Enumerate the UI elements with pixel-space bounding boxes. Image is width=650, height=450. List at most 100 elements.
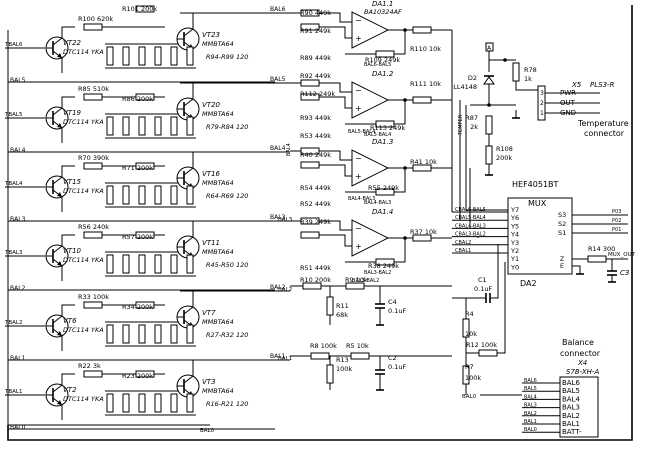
transistor-part: MMBTA64 [202,40,234,48]
resistor-label: R91 249k [300,27,331,35]
gate-label: TBAL6 [4,42,23,48]
bank-resistor [170,254,178,274]
resistor-label: R10 200k [300,276,331,284]
emitter-arrow-icon [57,53,62,58]
output-resistor [412,234,432,242]
opamp-part: BA10324AF [364,8,402,16]
resistor-label: R54 449k [300,184,331,192]
bank-label: R16-R21 120 [206,400,248,408]
frame-line [7,5,633,441]
transistor-ref: VT3 [202,378,216,386]
wire [319,26,352,39]
wire [319,96,352,109]
transistor-collector [183,98,194,107]
transistor-ref: VT6 [63,317,77,325]
input-resistor [300,231,320,239]
resistor-label: R78 [524,66,537,74]
opamp-symbol [351,149,390,187]
bank-label: R64-R69 120 [206,192,248,200]
wire [394,100,406,125]
opamp-ref: DA1.1 [372,0,393,8]
bias-resistor [135,5,155,13]
opamp-output-label: BAL3-BAL2 [352,278,379,284]
wire [319,220,352,231]
transistor-part: DTC114 YKA [63,48,104,56]
wire [394,168,406,193]
bank-resistor [154,116,162,136]
mux-pin-label: Y3 [510,239,519,247]
connector-wire-label: BAL5 [524,386,537,392]
resistor-label: R89 449k [300,54,331,62]
gate-label: TBAL1 [4,389,22,395]
resistor-label: R4 [465,310,474,318]
select-line-label: P01 [612,227,621,233]
transistor-ref: VT19 [63,109,82,117]
pin-number: 1 [540,110,544,117]
bus-label: BAL3 [270,214,286,221]
driver-collector-wire [61,26,75,38]
mux-input-label: CBAL3-BAL2 [455,232,486,238]
resistor-label: R22 3k [78,362,101,370]
bank-resistor [106,324,114,344]
base-resistor [83,231,103,239]
wire [394,238,406,263]
bank-resistor [138,46,146,66]
gate-label: TBAL3 [4,250,23,256]
bal-in-label: BAL4 [286,143,292,156]
transistor-part: DTC114 YKA [63,395,104,403]
mux-pin-label: S3 [558,211,566,219]
bank-resistor [122,254,130,274]
filter-resistor [310,352,330,360]
bank-resistor [122,185,130,205]
opamp-inverting-sign: − [355,16,362,25]
opamp-noninverting-sign: + [355,104,362,113]
transistor-collector [183,28,194,37]
transistor-ref: VT11 [202,239,220,247]
connector-pin-label: BATT- [562,428,582,436]
wire [319,234,352,247]
power-flag-icon [485,42,494,52]
opamp-symbol [351,81,390,119]
bank-resistor [186,185,194,205]
bank-resistor [106,393,114,413]
mux-input-label: CBAL1 [455,248,471,254]
opamp-output-label: BAL3-BAL2 [364,270,391,276]
gate-label: TBAL4 [4,181,23,187]
mux-pin-label: Y7 [510,206,519,214]
input-resistor [300,147,320,155]
bank-resistor [138,324,146,344]
output-resistor [587,255,607,263]
input-resistor [300,93,320,101]
pin-label: GND [560,109,576,117]
base-resistor [83,370,103,378]
connector-part: PLS3-R [590,81,615,89]
connector-part: S7B-XH-A [566,368,599,376]
bank-resistor [186,254,194,274]
opamp-inverting-sign: − [355,224,362,233]
output-resistor [412,26,432,34]
divider-resistor [462,365,470,385]
resistor-label: R113 249k [370,124,405,132]
transistor-ref: VT16 [202,170,221,178]
connector-ref: X4 [577,359,587,367]
transistor-part: MMBTA64 [202,248,234,256]
transistor-ref: VT20 [202,101,221,109]
mux-input-label: CBAL5-BAL4 [455,215,486,221]
bank-label: R27-R32 120 [206,331,248,339]
pin-label: OUT [560,99,576,107]
sense-resistor [485,115,493,135]
capacitor-label: C1 [478,276,487,284]
mux-output-label: MUX_OUT [608,252,636,258]
mux-input-label: CBAL4-BAL3 [455,223,486,229]
bank-resistor [186,324,194,344]
divider-resistor [478,349,498,357]
resistor-label: R37 10k [410,228,437,236]
mux-pin-label: Y0 [510,263,519,271]
driver-collector-wire [61,165,75,177]
bus-label: BAL1 [10,355,26,362]
transistor-ref: VT15 [63,178,82,186]
filter-resistor [326,296,334,316]
resistor-label: R108 [496,145,513,153]
